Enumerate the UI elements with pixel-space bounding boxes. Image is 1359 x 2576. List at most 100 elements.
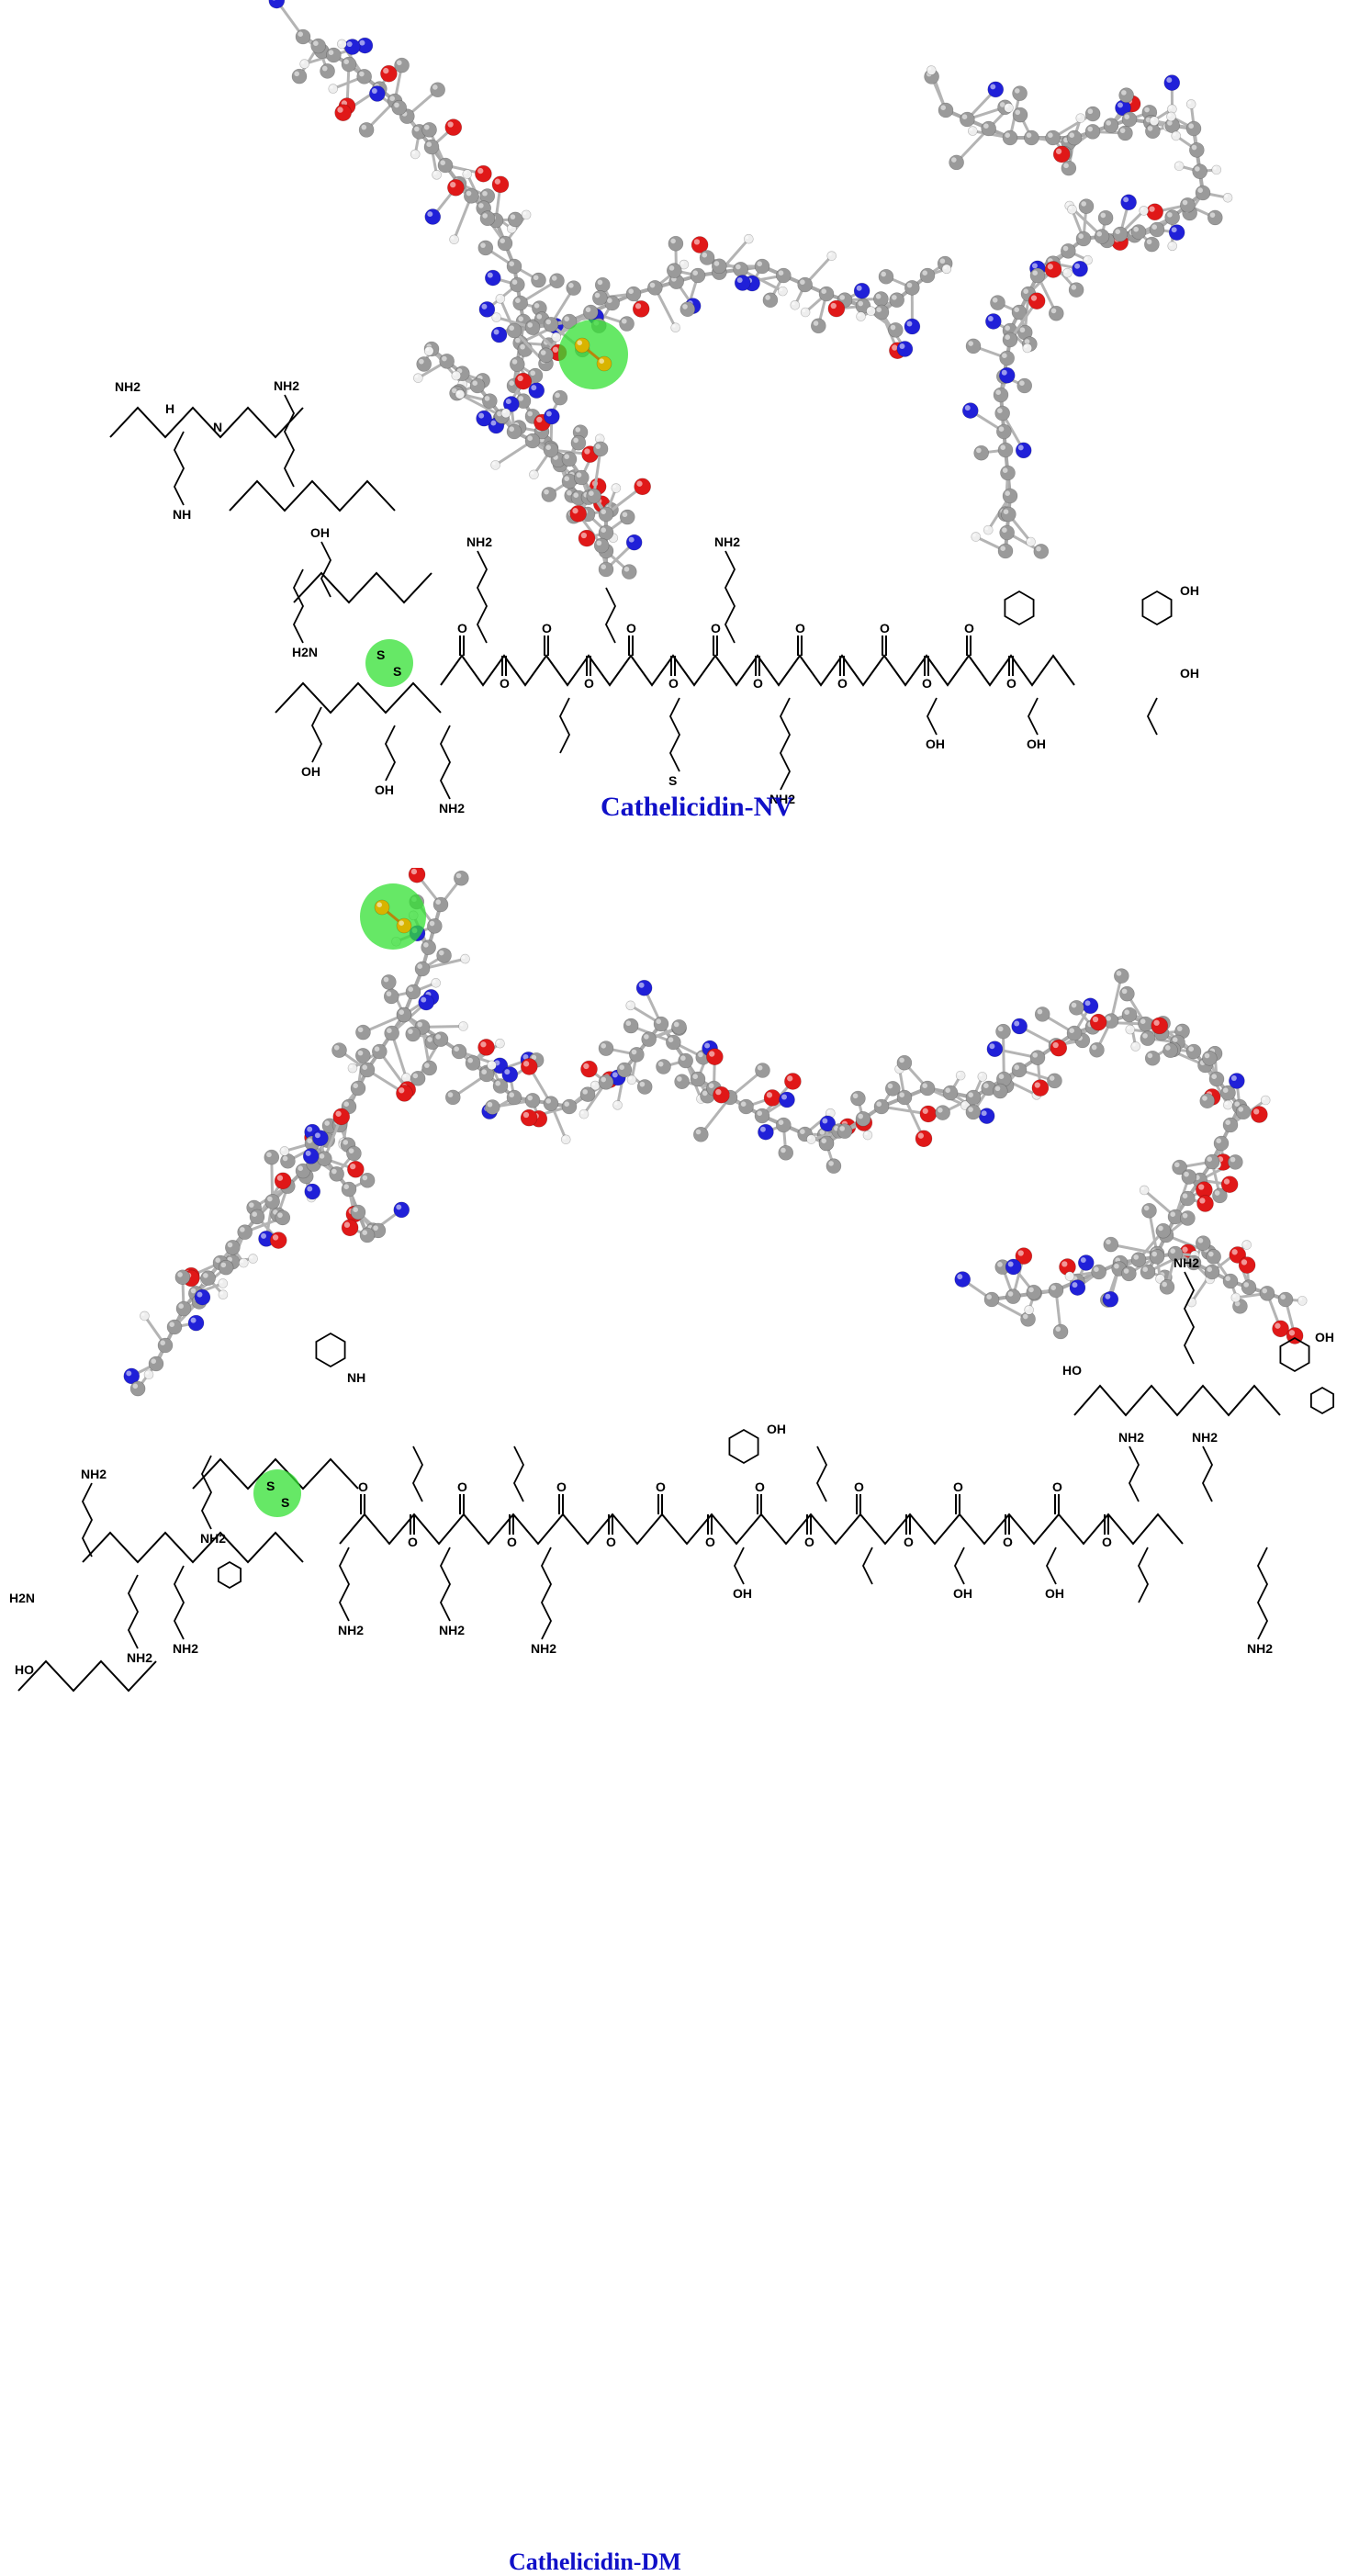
dm3d-c-atom-shine xyxy=(888,1084,893,1089)
nv3d-a-atom-shine xyxy=(518,396,523,401)
nv3d-a-atom xyxy=(478,241,493,255)
dm3d-d-atom xyxy=(1027,1285,1041,1299)
dm3d-d-atom xyxy=(1196,1236,1210,1251)
dm3d-b-atom-shine xyxy=(523,1061,529,1066)
nv3d-b-atom-shine xyxy=(622,319,627,324)
dm3d-b-atom xyxy=(613,1100,623,1109)
dm3d-b-atom-shine xyxy=(509,1092,514,1097)
nv3d-e-atom-shine xyxy=(545,444,551,450)
nv3d-b-atom xyxy=(633,300,649,317)
nv3d-e-atom xyxy=(424,346,433,355)
dm3d-b-atom xyxy=(636,980,652,996)
nv3d-b-atom-shine xyxy=(736,264,741,270)
dm3d-b-atom xyxy=(599,1041,613,1056)
nv3d-c-atom-shine xyxy=(1069,207,1073,210)
nv2d-lys1-chain xyxy=(285,395,294,487)
dm3d-d-atom xyxy=(1150,1249,1164,1264)
dm3d-d-atom xyxy=(1065,1272,1074,1281)
dm3d-c-atom xyxy=(966,1105,981,1119)
nv2d-arg2-end: NH2 xyxy=(439,801,465,816)
dm3d-b-atom-shine xyxy=(781,1095,787,1100)
dm3d-e-atom xyxy=(330,1166,344,1181)
nv2d-seg4-backbone xyxy=(275,683,441,713)
dm3d-b-atom-shine xyxy=(454,1046,459,1052)
nv3d-e-atom xyxy=(635,478,651,495)
dm3d-d-atom-shine xyxy=(1072,1282,1077,1288)
dm3d-c-atom xyxy=(1139,1017,1153,1031)
nv3d-a-atom xyxy=(450,235,459,244)
nv3d-d-atom-shine xyxy=(1005,490,1010,496)
nv3d-a-atom-shine xyxy=(515,338,521,343)
dm3d-b-atom xyxy=(779,1145,793,1160)
nv3d-a-atom xyxy=(492,176,509,193)
dm3d-c-atom-shine xyxy=(962,1102,966,1106)
dm3d-d-atom xyxy=(1231,1293,1241,1302)
dm3d-a-atom-shine xyxy=(387,1028,392,1033)
nv3d-a-atom-shine xyxy=(362,125,367,130)
dm3d-a-atom xyxy=(351,1081,365,1096)
dm3d-e-atom xyxy=(333,1108,350,1125)
nv3d-e-atom-shine xyxy=(478,413,484,419)
dm3d-b-atom-shine xyxy=(601,1077,606,1083)
dm3d-e-atom-shine xyxy=(344,1222,350,1228)
nv3d-b-atom-shine xyxy=(682,304,688,309)
dm3d-c-atom xyxy=(920,1106,937,1122)
nv3d-d-atom xyxy=(966,339,981,354)
nv3d-c-atom-shine xyxy=(1115,229,1120,234)
dm3d-b-atom-shine xyxy=(523,1112,529,1118)
dm3d-d-atom-shine xyxy=(1061,1261,1067,1266)
dm3d-b-atom xyxy=(452,1044,466,1059)
dm3d-b-atom-shine xyxy=(413,1074,419,1079)
nv3d-a-atom-shine xyxy=(515,298,521,303)
nv3d-c-atom-shine xyxy=(1074,264,1080,269)
dm3d-c-atom-shine xyxy=(1230,1157,1236,1163)
dm3d-c-atom-shine xyxy=(1223,1087,1229,1093)
nv3d-b-atom-shine xyxy=(527,322,533,328)
nv3d-c-atom-shine xyxy=(1195,166,1200,172)
nv3d-a-atom-shine xyxy=(372,88,377,94)
dm3d-c-atom-shine xyxy=(922,1083,927,1088)
dm2d-pro1-ring xyxy=(219,1562,241,1588)
dm2d-leu2-chain xyxy=(514,1446,523,1502)
nv3d-e-atom xyxy=(594,538,609,553)
nv3d-c-atom xyxy=(1186,99,1196,108)
dm3d-d-atom-shine xyxy=(1243,1242,1247,1245)
dm3d-c-atom-shine xyxy=(1263,1097,1266,1100)
dm3d-c-atom xyxy=(1197,1196,1214,1212)
nv3d-c-atom xyxy=(1189,142,1204,157)
nv3d-e-atom xyxy=(587,489,601,503)
nv3d-d-atom-shine xyxy=(1002,527,1007,533)
nv3d-b-atom xyxy=(904,280,919,295)
nv3d-a-atom xyxy=(508,212,522,227)
dm2d-lys3-end: NH2 xyxy=(338,1623,364,1637)
nv3d-c-atom-shine xyxy=(1005,105,1009,108)
nv3d-a-atom xyxy=(320,63,335,78)
nv3d-b-atom xyxy=(857,312,866,321)
dm3d-b-atom xyxy=(445,1090,460,1105)
dm3d-a-atom-shine xyxy=(191,1318,197,1323)
nv3d-c-atom xyxy=(1013,86,1028,101)
dm2d-arg3-end: NH2 xyxy=(531,1641,556,1656)
dm3d-b-atom-shine xyxy=(698,1052,703,1058)
dm3d-d-atom xyxy=(1156,1223,1171,1238)
nv3d-b-atom-shine xyxy=(669,265,675,271)
nv3d-a-atom-shine xyxy=(555,393,560,399)
dm3d-d-atom-shine xyxy=(1114,1264,1119,1269)
nv3d-c-atom xyxy=(1180,197,1195,212)
nv3d-b-atom-shine xyxy=(940,258,946,264)
nv2d-seg2-backbone xyxy=(230,481,395,511)
nv3d-a-atom xyxy=(485,270,500,286)
nv3d-a-atom xyxy=(311,39,326,53)
dm2d-lys1-chain xyxy=(174,1566,184,1639)
nv-sulfur-atom xyxy=(575,338,590,353)
nv2d-asp1-end: OH xyxy=(301,764,320,779)
nv3d-b-atom xyxy=(583,305,598,320)
nv3d-c-atom-shine xyxy=(1015,88,1020,94)
nv3d-c-atom-shine xyxy=(1166,77,1172,83)
nv3d-b-atom xyxy=(873,292,888,307)
nv3d-b-atom-shine xyxy=(779,270,784,276)
dm3d-d-atom-shine xyxy=(1162,1282,1167,1288)
dm3d-b-atom-shine xyxy=(626,1020,632,1026)
dm3d-a-atom xyxy=(250,1209,264,1224)
dm3d-a-atom xyxy=(305,1184,320,1199)
